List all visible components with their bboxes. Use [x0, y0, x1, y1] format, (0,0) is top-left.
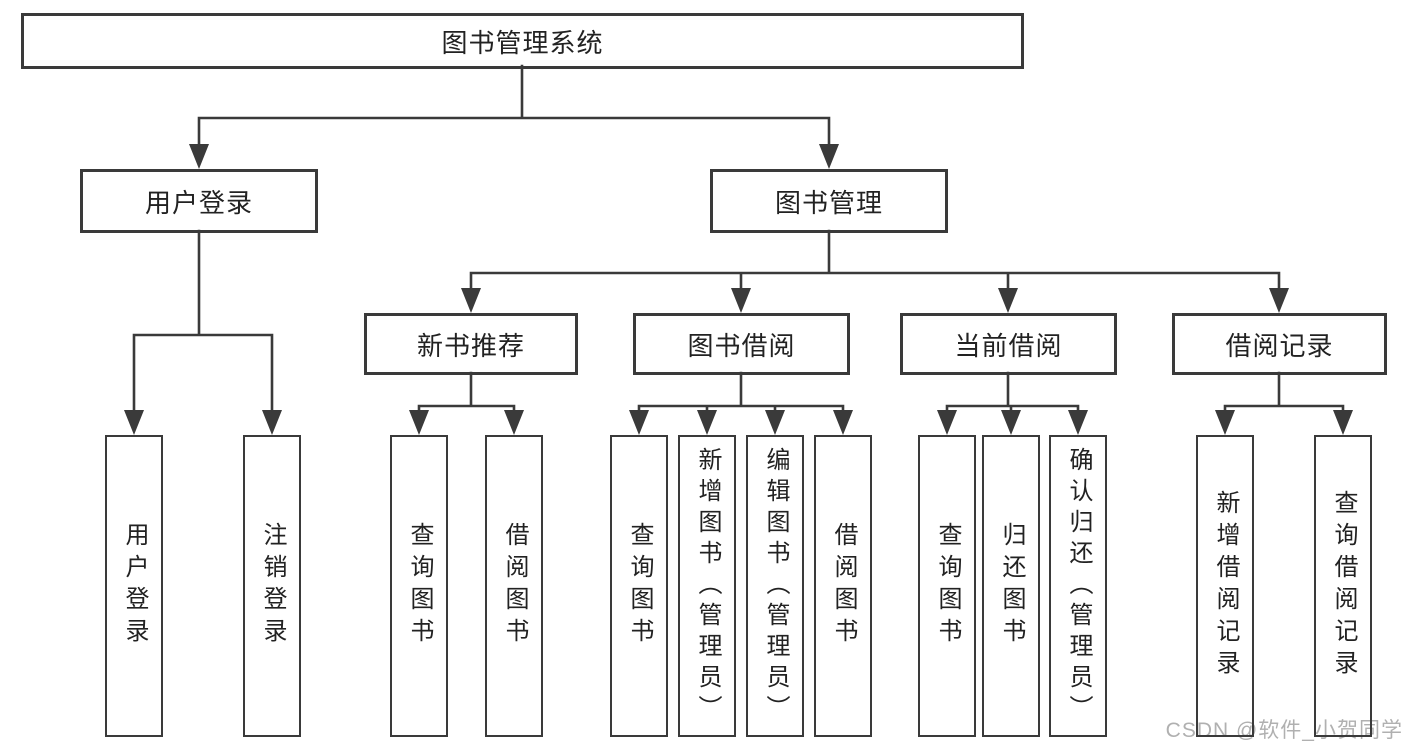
- node-add-borrow-record: 新增借阅记录: [1196, 435, 1254, 737]
- node-borrow-book-recommend: 借阅图书: [485, 435, 543, 737]
- edge-root-to-level2: [197, 64, 831, 147]
- edge-current-borrowing-to-children: [945, 371, 1080, 414]
- node-book-borrowing: 图书借阅: [633, 313, 850, 375]
- node-new-book-recommend: 新书推荐: [364, 313, 578, 375]
- node-edit-book-admin: 编辑图书（管理员）: [746, 435, 804, 737]
- edge-borrow-records-to-children: [1223, 371, 1345, 414]
- node-query-borrow-record: 查询借阅记录: [1314, 435, 1372, 737]
- node-user-login: 用户登录: [80, 169, 318, 233]
- edge-user-login-to-children: [132, 229, 274, 415]
- node-query-book-borrowing: 查询图书: [610, 435, 668, 737]
- node-query-book-recommend: 查询图书: [390, 435, 448, 737]
- node-logout-leaf: 注销登录: [243, 435, 301, 737]
- node-confirm-return-admin: 确认归还（管理员）: [1049, 435, 1107, 737]
- node-borrow-book-leaf: 借阅图书: [814, 435, 872, 737]
- node-book-management: 图书管理: [710, 169, 948, 233]
- node-return-book: 归还图书: [982, 435, 1040, 737]
- edge-book-borrowing-to-children: [637, 371, 845, 414]
- edge-book-management-to-groups: [469, 229, 1281, 292]
- edge-new-book-recommend-to-children: [417, 371, 516, 414]
- node-add-book-admin: 新增图书（管理员）: [678, 435, 736, 737]
- node-root: 图书管理系统: [21, 13, 1024, 69]
- node-borrow-records: 借阅记录: [1172, 313, 1387, 375]
- node-user-login-leaf: 用户登录: [105, 435, 163, 737]
- node-current-borrowing: 当前借阅: [900, 313, 1117, 375]
- node-query-book-current: 查询图书: [918, 435, 976, 737]
